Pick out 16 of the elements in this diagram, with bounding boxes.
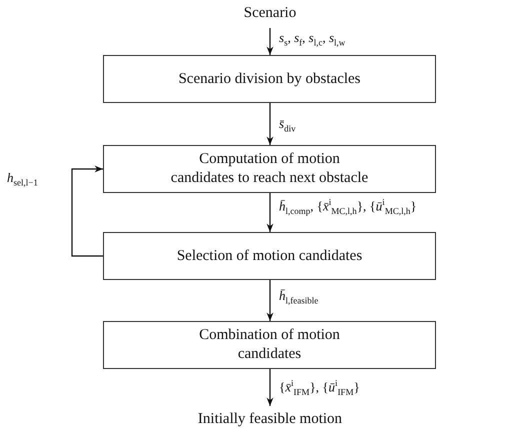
terminal-text: Scenario bbox=[220, 2, 320, 24]
process-box: Computation of motion candidates to reach next obstacle bbox=[103, 145, 436, 193]
edge-label: h$_{sel,l−1}$ bbox=[6, 170, 39, 188]
process-box: Combination of motion candidates bbox=[103, 321, 436, 369]
process-box: Scenario division by obstacles bbox=[103, 55, 436, 103]
arrow bbox=[266, 369, 274, 406]
process-box: Selection of motion candidates bbox=[103, 232, 436, 280]
edge-label: {x̄$^{i}$$_{IFM}$}, {ū$^{i}$$_{IFM}$} bbox=[278, 378, 361, 397]
arrow bbox=[71, 166, 103, 257]
arrow bbox=[266, 280, 274, 321]
edge-label: h̄$_{l,comp}$, {x̄$^{i}$$_{MC,l,h}$}, {ū$^{i}$$_{MC,l,h}$} bbox=[278, 197, 418, 216]
edge-label: h̄$_{l,feasible}$ bbox=[278, 288, 320, 306]
terminal-text: Initially feasible motion bbox=[150, 408, 390, 430]
arrow bbox=[266, 103, 274, 145]
arrow bbox=[266, 193, 274, 232]
arrow bbox=[266, 28, 274, 55]
